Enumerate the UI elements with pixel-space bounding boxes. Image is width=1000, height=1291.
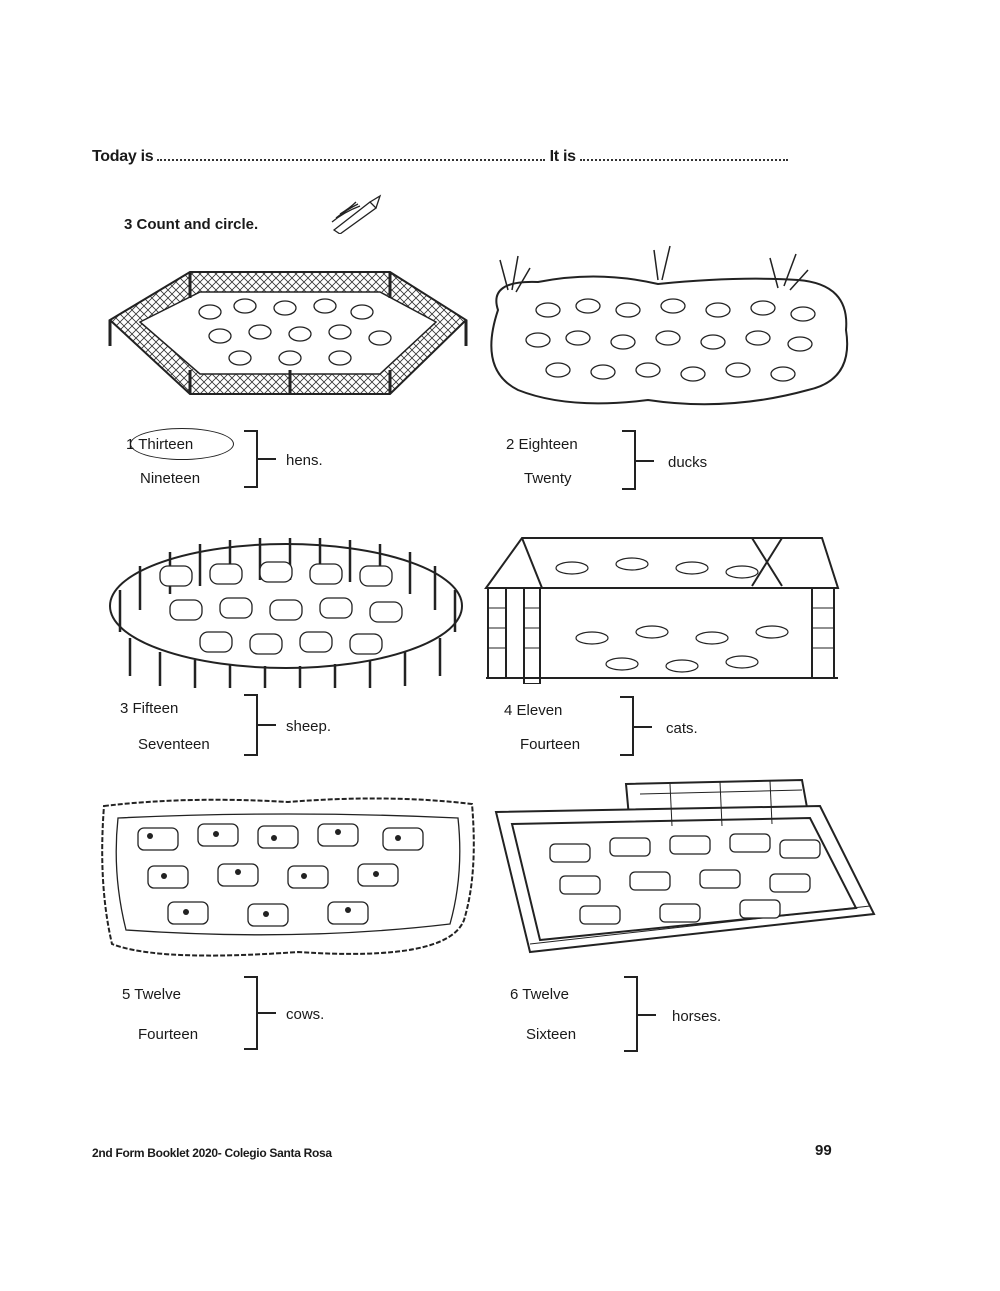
- noun-horses: horses.: [672, 1008, 722, 1025]
- answer-circle: [130, 428, 234, 460]
- noun-hens: hens.: [286, 452, 323, 469]
- it-is-label: It is: [549, 148, 576, 165]
- noun-cows: cows.: [286, 1006, 325, 1023]
- date-line: Today is It is: [92, 148, 788, 166]
- bracket: [244, 976, 258, 1050]
- bracket-tick: [258, 458, 276, 460]
- option-3a[interactable]: 3 Fifteen: [120, 700, 179, 717]
- noun-cats: cats.: [666, 720, 698, 737]
- bracket: [244, 694, 258, 756]
- option-1b[interactable]: Nineteen: [140, 470, 201, 487]
- page-number: 99: [815, 1142, 832, 1159]
- option-2a[interactable]: 2 Eighteen: [506, 436, 578, 453]
- option-4a[interactable]: 4 Eleven: [504, 702, 563, 719]
- instruction: 3 Count and circle.: [124, 216, 259, 233]
- option-5a[interactable]: 5 Twelve: [122, 986, 181, 1003]
- bracket-tick: [258, 1012, 276, 1014]
- option-1a[interactable]: 1 Thirteen: [126, 436, 194, 453]
- ducks-pond-illustration: [490, 245, 849, 406]
- option-6a[interactable]: 6 Twelve: [510, 986, 569, 1003]
- bracket: [244, 430, 258, 488]
- option-6b[interactable]: Sixteen: [526, 1026, 577, 1043]
- today-blank[interactable]: [157, 149, 546, 161]
- bracket: [622, 430, 636, 490]
- bracket: [624, 976, 638, 1052]
- bracket-tick: [636, 460, 654, 462]
- cows-field-illustration: [101, 797, 475, 957]
- option-3b[interactable]: Seventeen: [138, 736, 210, 753]
- option-5b[interactable]: Fourteen: [138, 1026, 199, 1043]
- noun-ducks: ducks: [668, 454, 708, 471]
- pencil-icon: [331, 194, 382, 234]
- cats-barn-illustration: [484, 537, 840, 684]
- hens-pen-illustration: [108, 271, 468, 395]
- footer-booklet-title: 2nd Form Booklet 2020- Colegio Santa Ros…: [92, 1146, 332, 1160]
- it-is-blank[interactable]: [579, 149, 788, 161]
- bracket-tick: [638, 1014, 656, 1016]
- today-label: Today is: [92, 148, 154, 165]
- bracket-tick: [634, 726, 652, 728]
- sheep-fold-illustration: [109, 538, 463, 688]
- bracket: [620, 696, 634, 756]
- noun-sheep: sheep.: [286, 718, 332, 735]
- option-2b[interactable]: Twenty: [524, 470, 572, 487]
- option-4b[interactable]: Fourteen: [520, 736, 581, 753]
- bracket-tick: [258, 724, 276, 726]
- horses-corral-illustration: [494, 778, 876, 954]
